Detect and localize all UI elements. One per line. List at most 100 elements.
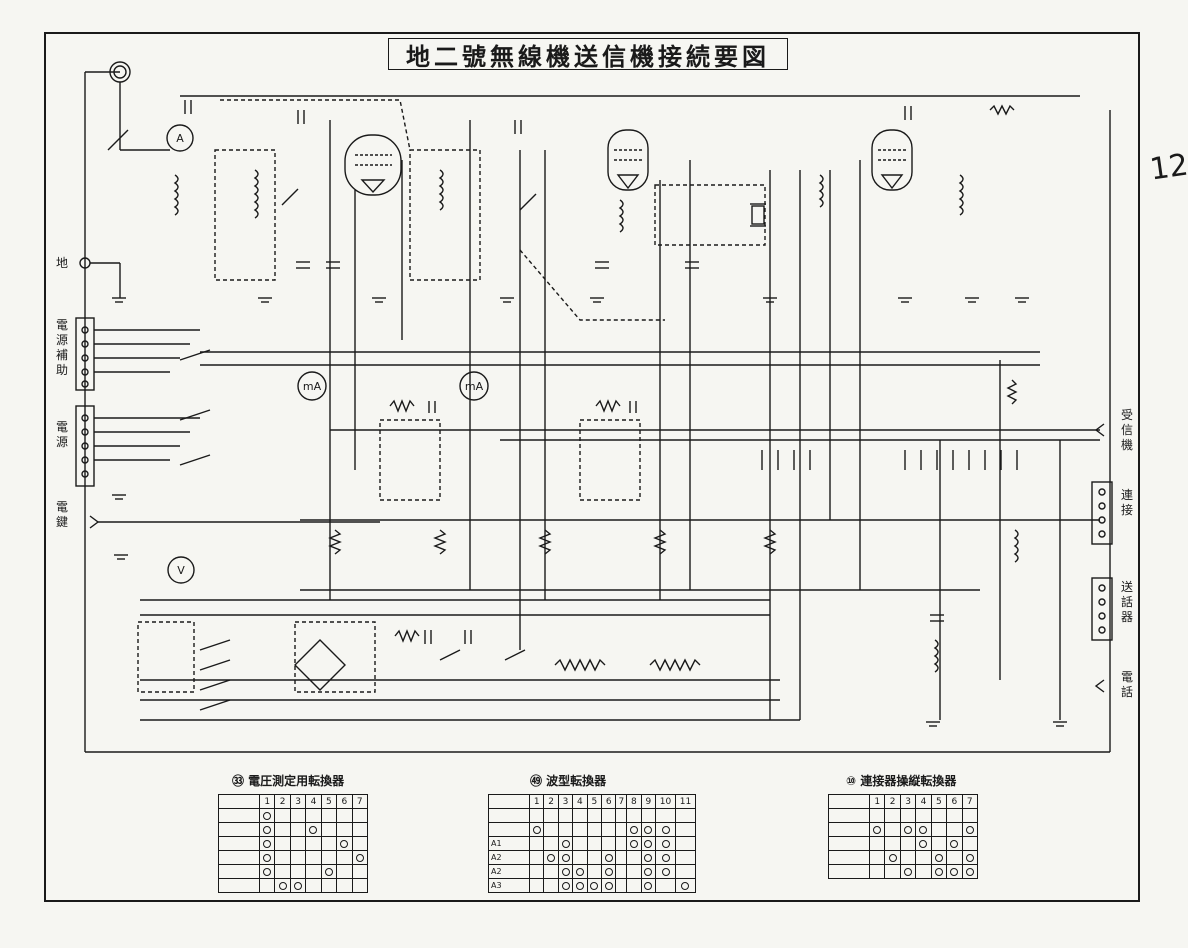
contact-circle-icon <box>604 853 613 862</box>
table-cell <box>601 864 617 879</box>
table-cell <box>655 836 676 851</box>
contact-circle-icon <box>604 881 613 890</box>
aux-power-terminal-block <box>75 317 95 391</box>
handset-label: 送話器 <box>1120 580 1133 624</box>
table-cell <box>274 878 291 893</box>
table-cell <box>868 850 886 865</box>
table-cell <box>655 850 676 865</box>
table-cell <box>674 878 697 893</box>
contact-circle-icon <box>661 839 670 848</box>
contact-circle-icon <box>561 839 570 848</box>
table-cell <box>655 878 676 893</box>
table-cell <box>305 808 322 823</box>
contact-circle-icon <box>934 867 943 876</box>
table-cell <box>289 808 307 823</box>
table-cell <box>274 808 291 823</box>
table-cell <box>946 864 963 879</box>
table-cell <box>946 822 963 837</box>
contact-circle-icon <box>561 853 570 862</box>
contact-circle-icon <box>324 867 333 876</box>
table-row-label <box>828 808 870 823</box>
table-cell <box>305 864 322 879</box>
table-row <box>828 822 979 837</box>
table-cell <box>915 836 932 851</box>
contact-circle-icon <box>263 839 272 848</box>
diagram-title: 地二號無線機送信機接続要図 <box>388 38 788 71</box>
antenna-coil-enclosure <box>214 149 276 281</box>
table-cell <box>961 850 979 865</box>
table-cell <box>915 850 932 865</box>
table-row <box>218 864 369 879</box>
table-cell <box>528 850 545 865</box>
table-cell <box>884 850 901 865</box>
contact-circle-icon <box>904 867 913 876</box>
table-column-header: 3 <box>899 794 917 809</box>
tube-5 <box>344 134 402 196</box>
contact-circle-icon <box>355 853 364 862</box>
table-cell <box>586 864 603 879</box>
contact-circle-icon <box>561 881 570 890</box>
meter-label-mA-2: mA <box>465 380 484 393</box>
table-cell <box>626 878 642 893</box>
table-cell <box>930 808 948 823</box>
table-row-label <box>218 808 260 823</box>
table-cell <box>289 864 307 879</box>
table-cell <box>557 864 574 879</box>
table-row-label <box>488 808 530 823</box>
aux-power-label: 電源補助 <box>55 318 68 377</box>
contact-circle-icon <box>561 867 570 876</box>
tank-coil-enclosure <box>409 149 481 281</box>
table-cell <box>274 822 291 837</box>
table-cell <box>640 808 657 823</box>
table-cell <box>868 836 886 851</box>
contact-circle-icon <box>629 825 638 834</box>
contact-circle-icon <box>644 839 653 848</box>
table-cell <box>586 878 603 893</box>
contact-circle-icon <box>965 825 974 834</box>
table-column-header: 7 <box>351 794 369 809</box>
table-row: A3 <box>488 878 697 893</box>
relay-label: 連接 <box>1120 488 1133 517</box>
ground-label: 地 <box>55 256 68 270</box>
table-cell <box>543 808 559 823</box>
handset-terminal-block <box>1091 577 1113 641</box>
table-column-header: 5 <box>586 794 603 809</box>
table-cell <box>626 822 642 837</box>
table-3-title: ⑩ 連接器操縦転換器 <box>846 774 957 788</box>
table-2-title: ㊾ 波型転換器 <box>530 774 607 788</box>
contact-circle-icon <box>888 853 897 862</box>
table-cell <box>274 836 291 851</box>
table-row <box>218 850 369 865</box>
table-row <box>828 836 979 851</box>
table-row <box>828 808 979 823</box>
contact-circle-icon <box>919 825 928 834</box>
table-cell <box>572 808 588 823</box>
table-column-header: 1 <box>528 794 545 809</box>
table-cell <box>626 864 642 879</box>
table-cell <box>884 836 901 851</box>
contact-circle-icon <box>965 867 974 876</box>
contact-circle-icon <box>604 867 613 876</box>
table-cell <box>557 822 574 837</box>
contact-circle-icon <box>919 839 928 848</box>
table-cell <box>640 850 657 865</box>
table-cell <box>351 822 369 837</box>
page-number: 12 <box>1147 147 1188 188</box>
table-cell <box>351 808 369 823</box>
power-label: 電源 <box>55 420 68 449</box>
table-cell <box>601 850 617 865</box>
table-cell <box>899 850 917 865</box>
table-row-label <box>218 822 260 837</box>
table-cell <box>655 864 676 879</box>
table-cell <box>572 864 588 879</box>
table-cell <box>899 808 917 823</box>
table-row-label <box>488 822 530 837</box>
table-cell <box>930 836 948 851</box>
table-column-header: 2 <box>543 794 559 809</box>
table-cell <box>586 836 603 851</box>
table-row-label <box>828 822 870 837</box>
